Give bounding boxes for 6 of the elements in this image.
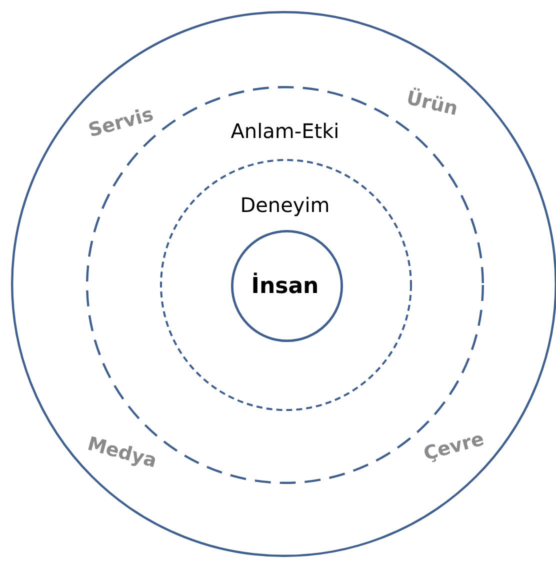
circle-label: Deneyim [240, 195, 330, 215]
ring-label: Ürün [404, 88, 460, 120]
ring-label: Servis [86, 105, 156, 141]
circle-label: Anlam-Etki [230, 121, 340, 141]
ring-label: Çevre [422, 430, 486, 464]
ring-label: Medya [85, 434, 159, 472]
